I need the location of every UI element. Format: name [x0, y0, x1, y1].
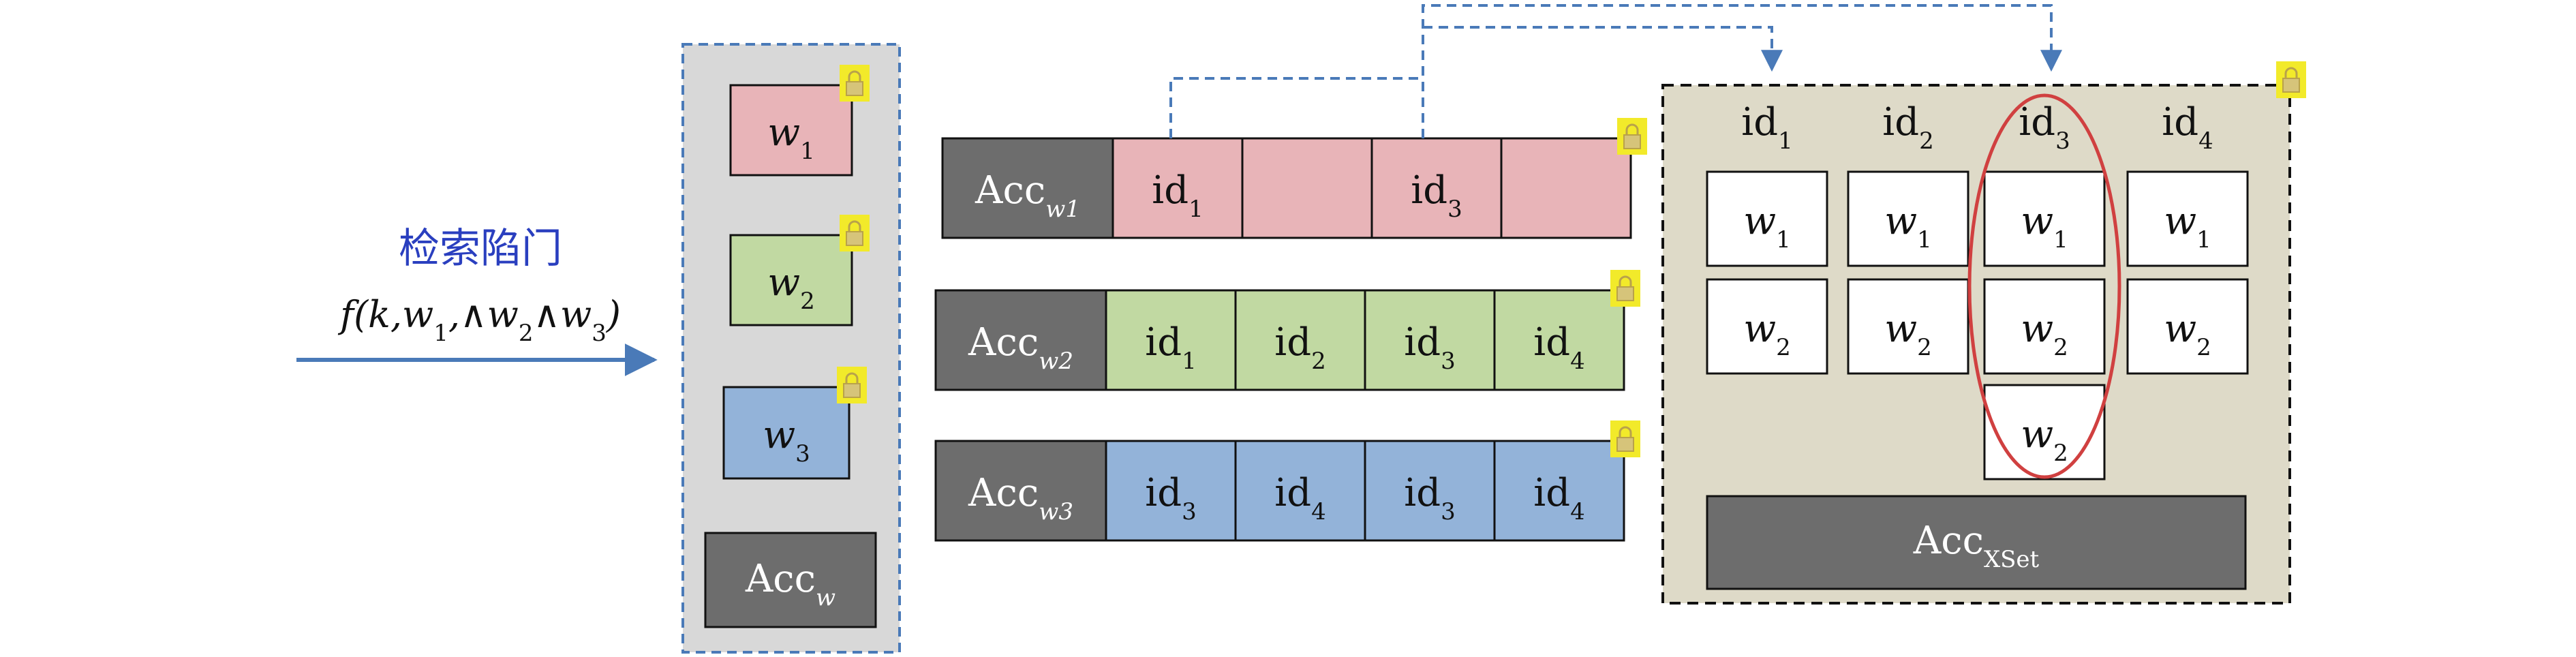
row-2-cell-2-label: id2 [1274, 320, 1325, 375]
trapdoor-acc-label: Accw [745, 557, 835, 611]
keyword-label-2: w2 [767, 260, 815, 315]
xset-highlight-ellipse [1967, 93, 2121, 479]
lock-icon-row-3 [1610, 421, 1640, 457]
lock-icon-row-2 [1610, 270, 1640, 307]
trapdoor-formula: f(k,w1,∧w2∧w3) [337, 293, 621, 347]
row-2-cell-3 [1364, 289, 1496, 391]
xset-cell-label-2-2: w2 [1884, 307, 1932, 361]
xset-acc-label: AccXSet [1913, 519, 2040, 573]
xset-id-header-4: id4 [2162, 100, 2213, 155]
xset-cell-3-2 [1983, 278, 2106, 375]
connector-id1-to-xset [1423, 26, 1783, 72]
xset-cell-2-2 [1847, 278, 1969, 375]
lock-icon-body [1623, 134, 1641, 149]
row-1-cell-2 [1241, 137, 1373, 239]
xset-cell-1-1 [1706, 170, 1828, 267]
row-3-cell-3-label: id3 [1404, 471, 1455, 525]
trapdoor-label: 检索陷门 [399, 225, 562, 273]
lock-icon-body [2282, 78, 2300, 93]
row-3-cell-4 [1493, 440, 1625, 542]
xset-cell-label-4-1: w1 [2164, 199, 2211, 254]
xset-cell-label-3-2: w2 [2021, 307, 2068, 361]
row-2-cell-4 [1493, 289, 1625, 391]
keyword-label-3: w3 [763, 413, 810, 468]
row-3-cell-2-label: id4 [1274, 471, 1325, 525]
xset-acc-box [1706, 495, 2247, 590]
xset-cell-label-4-2: w2 [2164, 307, 2211, 361]
row-1-acc-cell [941, 137, 1114, 239]
xset-cell-label-2-1: w1 [1884, 199, 1932, 254]
xset-cell-1-2 [1706, 278, 1828, 375]
lock-icon-xset [2276, 61, 2306, 98]
row-3-acc-label: Accw3 [968, 471, 1073, 525]
row-2-cell-1-label: id1 [1145, 320, 1196, 375]
trapdoor-acc-box [704, 532, 877, 628]
row-1-cell-4 [1500, 137, 1632, 239]
xset-id-header-3: id3 [2019, 100, 2070, 155]
xset-cell-label-1-2: w2 [1743, 307, 1791, 361]
lock-icon-shackle [848, 220, 861, 232]
xset-cell-label-3-1: w1 [2021, 199, 2068, 254]
keyword-box-3 [722, 386, 850, 480]
row-3-cell-2 [1234, 440, 1366, 542]
lock-icon-shackle [1619, 426, 1632, 438]
lock-icon-shackle [1625, 123, 1639, 136]
lock-icon-body [1616, 437, 1634, 452]
trapdoor-acc: Accw [704, 532, 877, 628]
xset-cell-3-3 [1983, 384, 2106, 480]
keyword-box-1 [729, 84, 853, 177]
row-3-acc-cell [934, 440, 1107, 542]
lock-icon-body [846, 231, 863, 246]
row-3-cell-4-label: id4 [1533, 471, 1584, 525]
xset-id-header-2: id2 [1882, 100, 1933, 155]
row-2-acc-cell [934, 289, 1107, 391]
lock-icon-shackle [1619, 275, 1632, 288]
xset-cell-label-1-1: w1 [1743, 199, 1791, 254]
row-1-acc-label: Accw1 [975, 168, 1080, 223]
row-2-acc-label: Accw2 [968, 320, 1073, 375]
lock-icon-shackle [848, 70, 861, 82]
row-3-cell-1 [1105, 440, 1237, 542]
xset-id-header-1: id1 [1741, 100, 1792, 155]
keyword-box-2 [729, 234, 853, 326]
row-1-cell-1 [1111, 137, 1244, 239]
lock-icon-keyword-1 [840, 65, 870, 102]
xset-cell-4-1 [2126, 170, 2249, 267]
lock-icon-shackle [845, 372, 859, 384]
row-1-cell-1-label: id1 [1152, 168, 1203, 223]
lock-icon-shackle [2284, 67, 2298, 79]
connector-id3 [1422, 4, 2062, 138]
connector-id1 [1169, 77, 1419, 138]
lock-icon-body [846, 81, 863, 96]
row-3-cell-1-label: id3 [1145, 471, 1196, 525]
lock-icon-row-1 [1617, 118, 1647, 155]
lock-icons [837, 61, 2306, 457]
keyword-label-1: w1 [767, 110, 815, 165]
xset-cell-label-3-3: w2 [2021, 412, 2068, 467]
row-2-cell-4-label: id4 [1533, 320, 1584, 375]
lock-icon-body [843, 383, 861, 398]
xset-cell-3-1 [1983, 170, 2106, 267]
xset-cell-4-2 [2126, 278, 2249, 375]
lock-icon-keyword-3 [837, 367, 867, 403]
xset-cell-2-1 [1847, 170, 1969, 267]
row-2-cell-3-label: id3 [1404, 320, 1455, 375]
row-1-cell-3-label: id3 [1411, 168, 1462, 223]
lock-icon-keyword-2 [840, 215, 870, 251]
lock-icon-body [1616, 286, 1634, 301]
trapdoor-keywords: w1 w2 w3 [722, 84, 853, 480]
row-2-cell-2 [1234, 289, 1366, 391]
